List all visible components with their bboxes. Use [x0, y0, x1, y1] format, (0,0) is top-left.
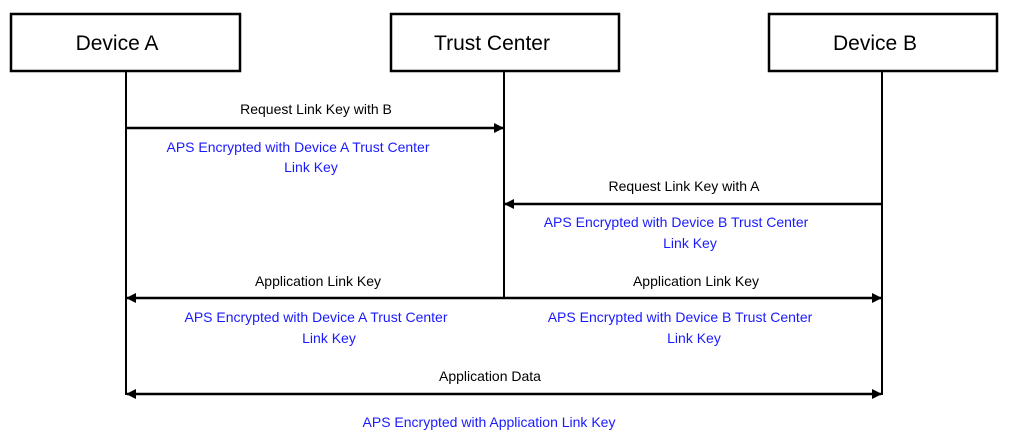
application-link-key-a-label: Application Link Key	[255, 273, 381, 289]
trust-center-box	[389, 12, 621, 73]
device-a-label: Device A	[76, 32, 159, 55]
application-data-encryption: APS Encrypted with Application Link Key	[363, 414, 616, 430]
application-link-key-b-encryption-line1: APS Encrypted with Device B Trust Center	[548, 309, 813, 325]
application-link-key-b-label: Application Link Key	[633, 273, 759, 289]
request-link-key-a-label: Request Link Key with A	[609, 178, 761, 194]
request-link-key-b-encryption-line1: APS Encrypted with Device A Trust Center	[166, 139, 429, 155]
request-link-key-a-encryption-line2: Link Key	[663, 235, 717, 251]
device-b-label: Device B	[833, 32, 917, 55]
application-data-label: Application Data	[439, 368, 541, 384]
application-link-key-b-encryption-line2: Link Key	[667, 330, 721, 346]
application-link-key-a-encryption-line2: Link Key	[302, 330, 356, 346]
device-a-box	[9, 12, 242, 73]
request-link-key-a-encryption-line1: APS Encrypted with Device B Trust Center	[544, 214, 809, 230]
application-link-key-a-encryption-line1: APS Encrypted with Device A Trust Center	[184, 309, 447, 325]
request-link-key-b-encryption-line2: Link Key	[284, 159, 338, 175]
request-link-key-b-label: Request Link Key with B	[240, 101, 392, 117]
trust-center-label: Trust Center	[434, 32, 550, 55]
